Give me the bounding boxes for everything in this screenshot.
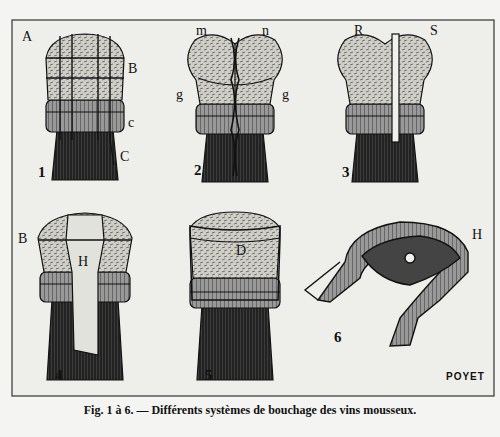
- part-letter: A: [22, 30, 32, 44]
- part-letter: R: [354, 24, 363, 38]
- figure-number: 5: [205, 368, 213, 383]
- figure-number: 1: [38, 165, 46, 180]
- part-letter: D: [236, 244, 246, 258]
- part-letter: B: [128, 62, 137, 76]
- part-letter: g: [176, 88, 183, 102]
- part-letter: g: [282, 88, 289, 102]
- figure-caption: Fig. 1 à 6. — Différents systèmes de bou…: [0, 403, 500, 418]
- figure-number: 6: [334, 330, 342, 345]
- part-letter: c: [128, 116, 134, 130]
- part-letter: S: [430, 24, 438, 38]
- figure-number: 2: [194, 163, 202, 178]
- part-letter: H: [78, 255, 88, 269]
- figure-number: 4: [55, 368, 63, 383]
- figure-number: 3: [342, 165, 350, 180]
- part-letter: H: [472, 228, 482, 242]
- part-letter: n: [262, 24, 269, 38]
- engraver-signature: POYET: [446, 372, 485, 382]
- part-letter: m: [196, 24, 207, 38]
- part-letter: C: [120, 150, 129, 164]
- part-letter: B: [18, 232, 27, 246]
